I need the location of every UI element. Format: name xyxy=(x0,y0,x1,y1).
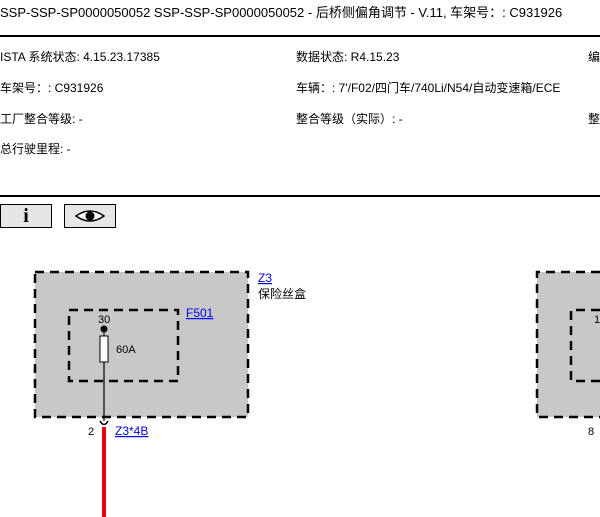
right-component-outline xyxy=(535,270,600,419)
vin-number: 车架号：: C931926 xyxy=(0,81,104,95)
view-button[interactable] xyxy=(64,204,116,228)
wiring-diagram: 30 60A F501 Z3 保险丝盒 2 Z3*4B 1 8 xyxy=(33,270,600,517)
info-button[interactable]: i xyxy=(0,204,52,228)
component-link[interactable]: Z3 xyxy=(258,271,272,285)
info-icon: i xyxy=(23,205,29,227)
fuse-outline xyxy=(67,308,180,383)
right-fuse-pin-label: 1 xyxy=(594,314,600,326)
factory-integration-level: 工厂整合等级: - xyxy=(0,112,83,126)
page-title: SSP-SSP-SP0000050052 SSP-SSP-SP000005005… xyxy=(0,5,563,20)
connector-pin-label: 2 xyxy=(88,426,94,438)
info-divider xyxy=(0,195,600,197)
fuse-link[interactable]: F501 xyxy=(186,306,214,320)
fuse-pin-label: 30 xyxy=(98,314,110,326)
header-divider xyxy=(0,35,600,37)
fuse-symbol xyxy=(99,335,109,363)
right-inner-outline xyxy=(569,308,600,383)
actual-integration-level: 整合等级（实际）: - xyxy=(296,112,403,126)
fuse-rating: 60A xyxy=(116,344,136,356)
connector-link[interactable]: Z3*4B xyxy=(115,424,148,438)
data-status: 数据状态: R4.15.23 xyxy=(296,50,400,64)
right-connector-pin-label: 8 xyxy=(588,426,594,438)
info-col3-row1: 编 xyxy=(588,50,600,64)
eye-icon xyxy=(74,210,106,222)
connector-symbol xyxy=(99,420,109,426)
total-mileage: 总行驶里程: - xyxy=(0,142,71,156)
info-col3-row3: 整 xyxy=(588,112,600,126)
vehicle-info: 车辆：: 7'/F02/四门车/740Li/N54/自动变速箱/ECE xyxy=(296,81,561,95)
ista-status: ISTA 系统状态: 4.15.23.17385 xyxy=(0,50,160,64)
component-name: 保险丝盒 xyxy=(258,286,306,301)
